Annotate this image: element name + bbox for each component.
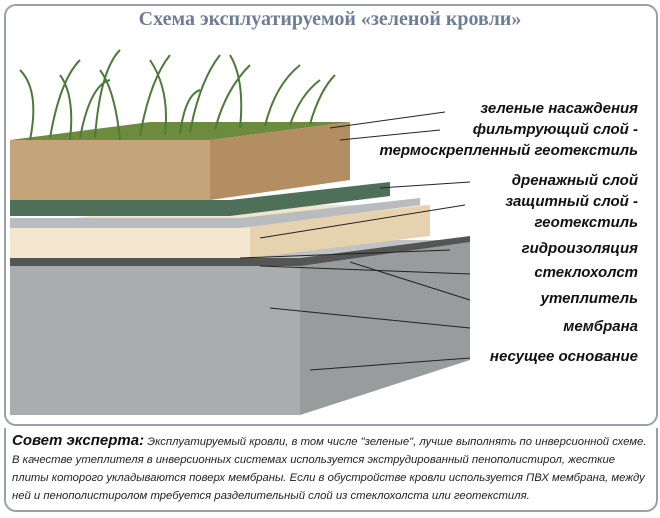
label-filter-geotextile: термоскрепленный геотекстиль bbox=[379, 142, 638, 159]
diagram-title: Схема эксплуатируемой «зеленой кровли» bbox=[138, 8, 522, 30]
label-filter-layer: фильтрующий слой - bbox=[472, 121, 638, 138]
label-drainage: дренажный слой bbox=[511, 172, 638, 189]
waterproofing-layer bbox=[10, 198, 420, 228]
label-geotextile: геотекстиль bbox=[534, 214, 638, 231]
label-waterproofing: гидроизоляция bbox=[521, 240, 638, 257]
diagram-frame bbox=[4, 4, 658, 426]
grass-plants bbox=[19, 49, 336, 141]
expert-tip-text: Эксплуатируемый кровли, в том числе "зел… bbox=[12, 436, 647, 502]
membrane-layer bbox=[10, 236, 470, 266]
roof-layers-illustration bbox=[10, 49, 471, 415]
label-protective-layer: защитный слой - bbox=[505, 193, 638, 210]
label-green-plants: зеленые насаждения bbox=[480, 100, 638, 117]
label-fiberglass: стеклохолст bbox=[534, 264, 638, 281]
expert-tip-box bbox=[4, 428, 658, 512]
insulation-front bbox=[10, 225, 250, 258]
label-membrane: мембрана bbox=[563, 318, 638, 335]
expert-tip-heading: Совет эксперта: bbox=[12, 432, 145, 449]
base-layer-front bbox=[10, 262, 300, 415]
soil-front bbox=[10, 140, 210, 200]
expert-tip: Совет эксперта: Эксплуатируемый кровли, … bbox=[12, 432, 652, 505]
drainage-layer bbox=[10, 182, 390, 216]
leader-lines bbox=[239, 111, 471, 371]
label-load-bearing-base: несущее основание bbox=[489, 348, 638, 365]
label-insulation: утеплитель bbox=[540, 290, 638, 307]
soil-side bbox=[210, 122, 350, 200]
base-layer-side bbox=[300, 240, 470, 415]
